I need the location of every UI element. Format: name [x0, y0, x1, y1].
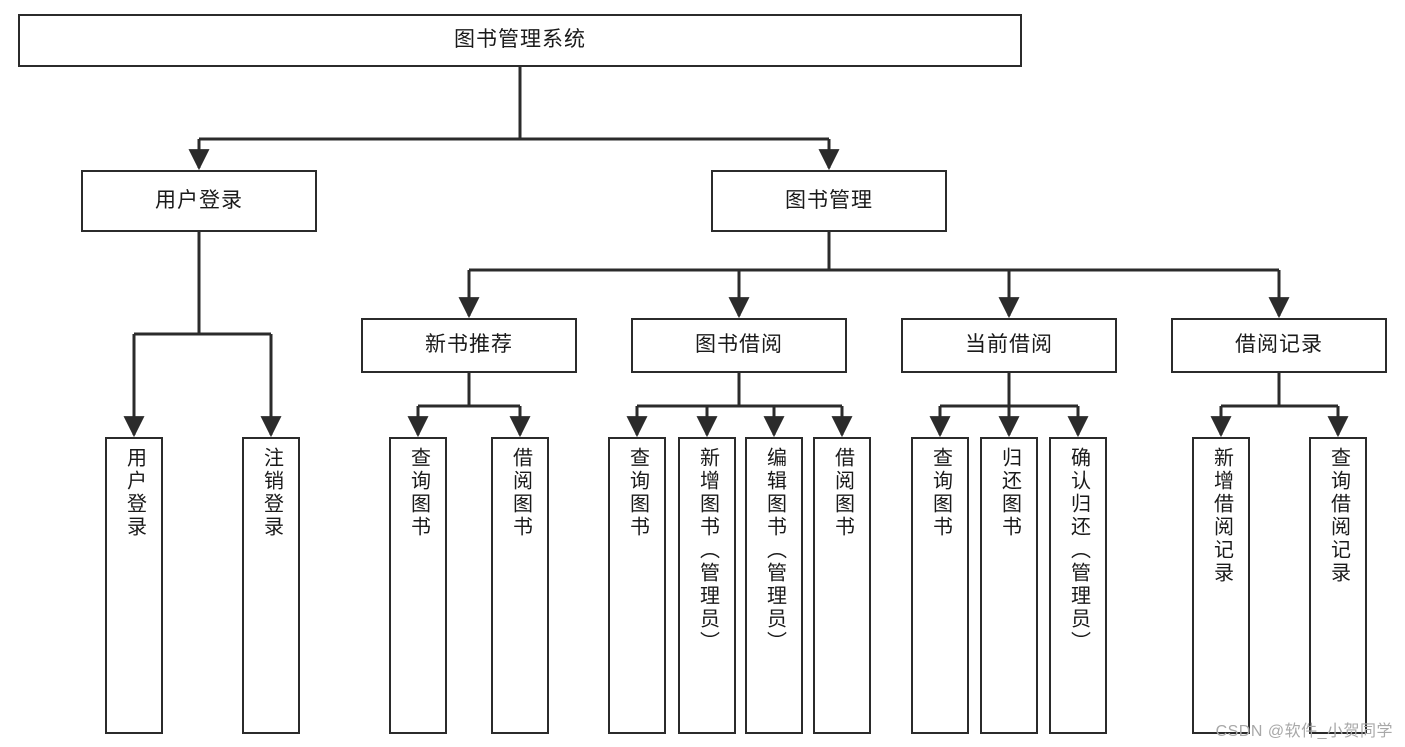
node-leaf-add-book-admin[interactable]: 新增图书（管理员） — [678, 437, 736, 734]
node-label: 借阅图书 — [831, 447, 854, 539]
node-label: 编辑图书（管理员） — [763, 447, 786, 654]
node-label: 查询图书 — [626, 447, 649, 539]
node-leaf-confirm-return-admin[interactable]: 确认归还（管理员） — [1049, 437, 1107, 734]
node-leaf-query-borrow-record[interactable]: 查询借阅记录 — [1309, 437, 1367, 734]
node-label: 归还图书 — [998, 447, 1021, 539]
node-label: 用户登录 — [123, 447, 146, 539]
node-borrow-record[interactable]: 借阅记录 — [1171, 318, 1387, 373]
node-label: 查询图书 — [929, 447, 952, 539]
node-book-borrow[interactable]: 图书借阅 — [631, 318, 847, 373]
node-leaf-user-login[interactable]: 用户登录 — [105, 437, 163, 734]
node-label: 图书管理 — [785, 188, 873, 212]
node-new-book-recommend[interactable]: 新书推荐 — [361, 318, 577, 373]
node-label: 新增借阅记录 — [1210, 447, 1233, 585]
node-label: 当前借阅 — [965, 333, 1053, 357]
node-leaf-logout[interactable]: 注销登录 — [242, 437, 300, 734]
node-label: 查询借阅记录 — [1327, 447, 1350, 585]
node-user-login[interactable]: 用户登录 — [81, 170, 317, 232]
node-current-borrow[interactable]: 当前借阅 — [901, 318, 1117, 373]
node-book-management[interactable]: 图书管理 — [711, 170, 947, 232]
node-label: 新书推荐 — [425, 333, 513, 357]
node-leaf-query-book-current[interactable]: 查询图书 — [911, 437, 969, 734]
node-root-book-management-system[interactable]: 图书管理系统 — [18, 14, 1022, 67]
node-label: 确认归还（管理员） — [1067, 447, 1090, 654]
csdn-watermark: CSDN @软件_小贺同学 — [1215, 723, 1393, 740]
node-leaf-query-book-borrow[interactable]: 查询图书 — [608, 437, 666, 734]
node-label: 用户登录 — [155, 188, 243, 212]
node-label: 查询图书 — [407, 447, 430, 539]
node-label: 借阅记录 — [1235, 333, 1323, 357]
node-leaf-edit-book-admin[interactable]: 编辑图书（管理员） — [745, 437, 803, 734]
node-leaf-return-book[interactable]: 归还图书 — [980, 437, 1038, 734]
node-label: 注销登录 — [260, 447, 283, 539]
node-leaf-borrow-book[interactable]: 借阅图书 — [813, 437, 871, 734]
node-leaf-query-book-recommend[interactable]: 查询图书 — [389, 437, 447, 734]
node-label: 图书借阅 — [695, 333, 783, 357]
node-leaf-add-borrow-record[interactable]: 新增借阅记录 — [1192, 437, 1250, 734]
node-label: 图书管理系统 — [454, 28, 586, 52]
node-label: 新增图书（管理员） — [696, 447, 719, 654]
node-leaf-borrow-book-recommend[interactable]: 借阅图书 — [491, 437, 549, 734]
node-label: 借阅图书 — [509, 447, 532, 539]
